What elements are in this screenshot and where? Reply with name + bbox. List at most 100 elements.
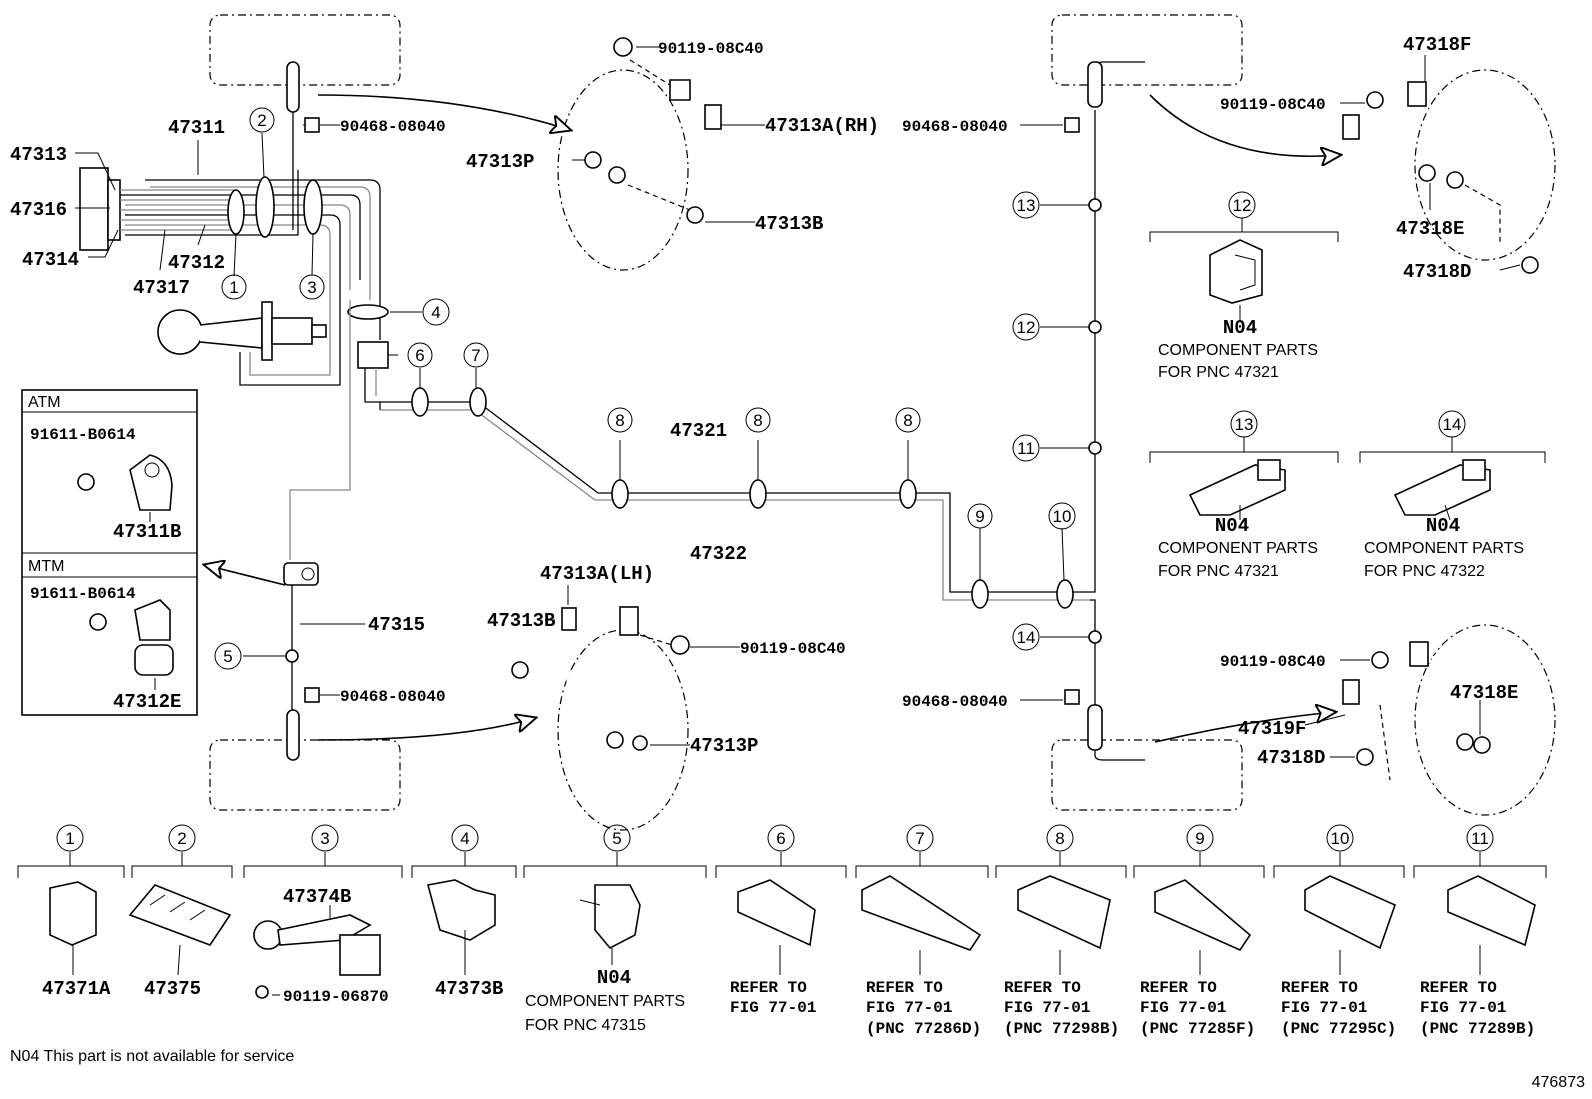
label-90468-br: 90468-08040	[902, 693, 1008, 711]
bottom-8-line3: (PNC 77298B)	[1004, 1020, 1119, 1038]
label-47313B-top: 47313B	[755, 213, 823, 235]
bottom-5-line2: FOR PNC 47315	[525, 1017, 646, 1034]
bottom-callout-8: 8	[1046, 824, 1074, 852]
wheel-area-rear-right	[1051, 739, 1243, 811]
callout-8c: 8	[895, 407, 921, 433]
caliper-area-rear-right	[1414, 624, 1556, 816]
brake-hose-front-left	[584, 37, 722, 224]
clamp-13-callout: 13	[1230, 410, 1258, 438]
clip-90468-tr	[1064, 117, 1080, 133]
brake-line-47322	[380, 409, 1090, 601]
svg-text:5: 5	[612, 829, 621, 848]
clamp-12-line1: COMPONENT PARTS	[1158, 342, 1318, 359]
wheel-area-rear-left	[209, 739, 401, 811]
callout-3: 3	[299, 274, 325, 300]
bottom-part-3: 47374B	[283, 886, 351, 908]
svg-text:2: 2	[177, 829, 186, 848]
bottom-11-line1: REFER TO	[1420, 979, 1497, 997]
bottom-8-line2: FIG 77-01	[1004, 999, 1090, 1017]
clamp-13-line1: COMPONENT PARTS	[1158, 540, 1318, 557]
svg-text:6: 6	[415, 346, 424, 365]
label-47311: 47311	[168, 117, 225, 139]
wheel-area-front-left	[209, 14, 401, 86]
callout-10: 10	[1048, 502, 1076, 530]
bottom-7-line2: FIG 77-01	[866, 999, 952, 1017]
leader-lines	[72, 46, 1521, 996]
label-47316: 47316	[10, 199, 67, 221]
arrow-to-rear-right	[1154, 712, 1335, 743]
bottom-10-line3: (PNC 77295C)	[1281, 1020, 1396, 1038]
label-90119-tr: 90119-08C40	[1220, 96, 1326, 114]
svg-text:14: 14	[1017, 628, 1036, 647]
clamp-12-figure	[1149, 231, 1339, 304]
clip-90468-tl	[304, 117, 320, 133]
atm-mtm-panel	[21, 389, 198, 716]
label-47313: 47313	[10, 144, 67, 166]
bottom-9-line1: REFER TO	[1140, 979, 1217, 997]
svg-text:9: 9	[975, 507, 984, 526]
bracket-atm-mtm	[283, 562, 319, 586]
label-90468-tl: 90468-08040	[340, 118, 446, 136]
clamp-14-line1: COMPONENT PARTS	[1364, 540, 1524, 557]
label-47313B-bot: 47313B	[487, 610, 555, 632]
bottom-callout-4: 4	[451, 824, 479, 852]
arrow-to-atm-mtm	[205, 565, 286, 586]
bottom-6-line2: FIG 77-01	[730, 999, 816, 1017]
bottom-7-line3: (PNC 77286D)	[866, 1020, 981, 1038]
label-90468-bl: 90468-08040	[340, 688, 446, 706]
bottom-9-line3: (PNC 77285F)	[1140, 1020, 1255, 1038]
label-90468-tr: 90468-08040	[902, 118, 1008, 136]
bottom-row-brackets	[17, 852, 1547, 878]
svg-text:9: 9	[1195, 829, 1204, 848]
bottom-5-line1: COMPONENT PARTS	[525, 993, 685, 1010]
svg-text:13: 13	[1235, 415, 1254, 434]
svg-text:11: 11	[1017, 439, 1035, 458]
svg-text:4: 4	[460, 829, 469, 848]
bottom-callout-7: 7	[906, 824, 934, 852]
bottom-part-2: 47375	[144, 978, 201, 1000]
bottom-8-line1: REFER TO	[1004, 979, 1081, 997]
bottom-callout-2: 2	[168, 824, 196, 852]
bottom-bolt-3: 90119-06870	[283, 988, 389, 1006]
bottom-10-line1: REFER TO	[1281, 979, 1358, 997]
svg-text:12: 12	[1233, 196, 1252, 215]
clamp-12-line2: FOR PNC 47321	[1158, 364, 1279, 381]
bottom-callout-11: 11	[1466, 824, 1494, 852]
callout-2: 2	[249, 107, 275, 133]
bottom-part-1: 47371A	[42, 978, 111, 1000]
clamp-14-callout: 14	[1438, 410, 1466, 438]
bottom-11-line3: (PNC 77289B)	[1420, 1020, 1535, 1038]
callout-6: 6	[407, 342, 433, 368]
clip-90468-bl	[304, 687, 320, 703]
svg-text:8: 8	[903, 411, 912, 430]
svg-text:3: 3	[320, 829, 329, 848]
label-47314: 47314	[22, 249, 79, 271]
callout-13: 13	[1012, 191, 1040, 219]
arrow-to-front-right	[1149, 94, 1340, 156]
callout-12: 12	[1012, 313, 1040, 341]
label-47313P-top: 47313P	[466, 151, 534, 173]
svg-text:1: 1	[229, 278, 238, 297]
clamp-13-line2: FOR PNC 47321	[1158, 563, 1279, 580]
callout-7: 7	[463, 342, 489, 368]
bottom-callout-6: 6	[767, 824, 795, 852]
svg-text:6: 6	[776, 829, 785, 848]
bottom-part-4: 47373B	[435, 978, 503, 1000]
label-47317: 47317	[133, 277, 190, 299]
brake-hose-rear-right	[1342, 641, 1491, 781]
bottom-callout-1: 1	[56, 824, 84, 852]
arrow-to-front-left	[317, 94, 570, 130]
svg-text:8: 8	[1055, 829, 1064, 848]
bottom-code-5: N04	[597, 967, 631, 989]
clamp-14-code: N04	[1426, 515, 1460, 537]
label-47318E-top: 47318E	[1396, 218, 1464, 240]
svg-text:5: 5	[223, 647, 232, 666]
bottom-callout-9: 9	[1186, 824, 1214, 852]
svg-text:10: 10	[1331, 829, 1350, 848]
bottom-callout-3: 3	[311, 824, 339, 852]
callout-9: 9	[967, 503, 993, 529]
bottom-9-line2: FIG 77-01	[1140, 999, 1226, 1017]
caliper-area-front-left	[557, 69, 689, 271]
label-47315: 47315	[368, 614, 425, 636]
